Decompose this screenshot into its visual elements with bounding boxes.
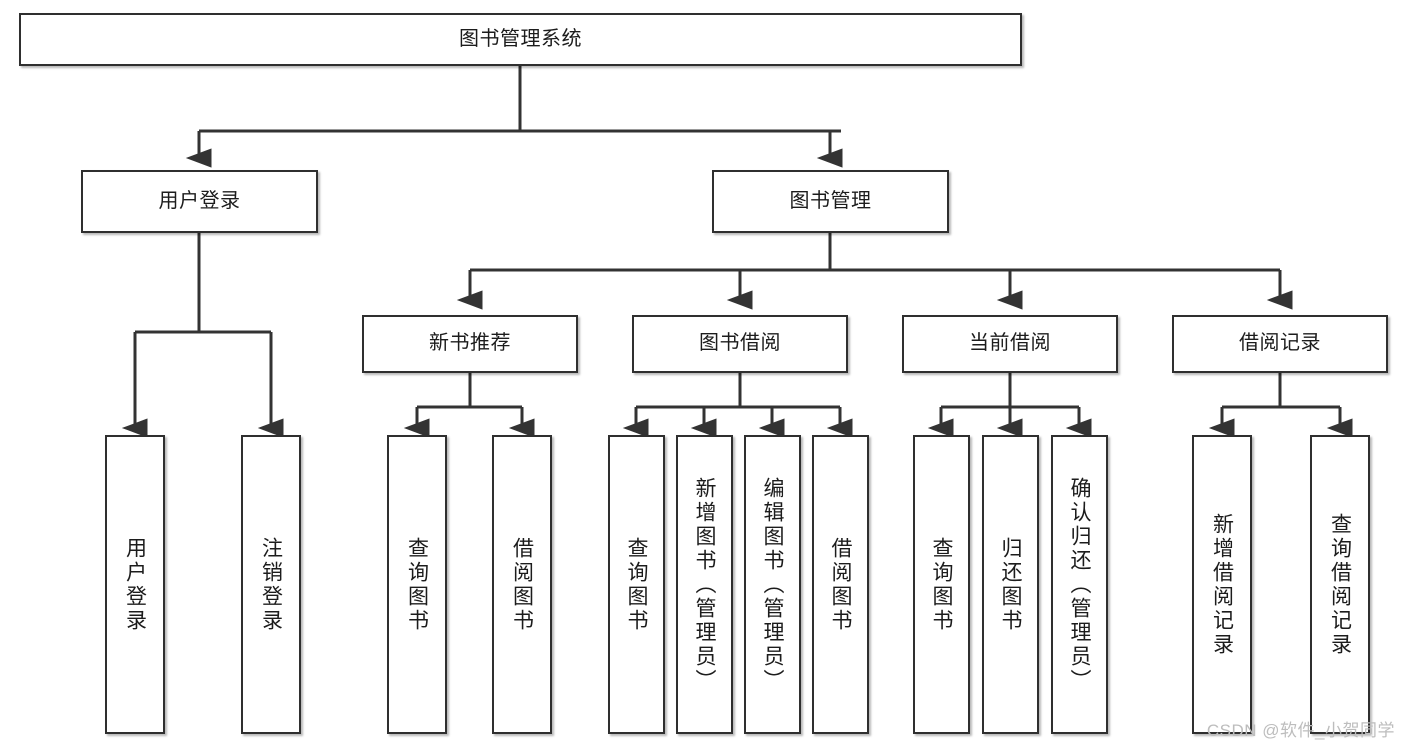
node-leaf-edit-book[interactable]: 编辑图书（管理员） bbox=[744, 435, 801, 734]
node-leaf-add-record[interactable]: 新增借阅记录 bbox=[1192, 435, 1252, 734]
node-leaf-query-book-3-label: 查询图书 bbox=[930, 536, 953, 633]
node-book-manage[interactable]: 图书管理 bbox=[712, 170, 949, 233]
node-leaf-borrow-book-1[interactable]: 借阅图书 bbox=[492, 435, 552, 734]
node-leaf-return-book[interactable]: 归还图书 bbox=[982, 435, 1039, 734]
node-leaf-query-book-1-label: 查询图书 bbox=[405, 536, 429, 633]
node-new-book-recommend-label: 新书推荐 bbox=[429, 332, 511, 355]
node-current-borrow-label: 当前借阅 bbox=[969, 332, 1051, 355]
node-leaf-user-login[interactable]: 用户登录 bbox=[105, 435, 165, 734]
csdn-watermark: CSDN @软件_小贺同学 bbox=[1206, 721, 1395, 740]
node-leaf-borrow-book-1-label: 借阅图书 bbox=[510, 536, 534, 633]
node-book-borrow-label: 图书借阅 bbox=[699, 332, 781, 355]
node-leaf-user-logout[interactable]: 注销登录 bbox=[241, 435, 301, 734]
node-leaf-confirm-return[interactable]: 确认归还（管理员） bbox=[1051, 435, 1108, 734]
node-root-label: 图书管理系统 bbox=[459, 27, 582, 50]
node-leaf-edit-book-label: 编辑图书（管理员） bbox=[761, 476, 784, 693]
node-current-borrow[interactable]: 当前借阅 bbox=[902, 315, 1118, 373]
node-leaf-return-book-label: 归还图书 bbox=[999, 536, 1022, 633]
node-leaf-user-logout-label: 注销登录 bbox=[259, 536, 283, 633]
node-leaf-query-book-2[interactable]: 查询图书 bbox=[608, 435, 665, 734]
node-leaf-confirm-return-label: 确认归还（管理员） bbox=[1068, 476, 1091, 693]
node-user-login-label: 用户登录 bbox=[158, 189, 241, 212]
node-borrow-record-label: 借阅记录 bbox=[1239, 332, 1321, 355]
node-leaf-add-book-label: 新增图书（管理员） bbox=[693, 476, 716, 693]
node-leaf-borrow-book-2[interactable]: 借阅图书 bbox=[812, 435, 869, 734]
node-leaf-borrow-book-2-label: 借阅图书 bbox=[829, 536, 852, 633]
node-leaf-add-book[interactable]: 新增图书（管理员） bbox=[676, 435, 733, 734]
node-leaf-query-record[interactable]: 查询借阅记录 bbox=[1310, 435, 1370, 734]
node-user-login[interactable]: 用户登录 bbox=[81, 170, 318, 233]
node-leaf-add-record-label: 新增借阅记录 bbox=[1210, 512, 1234, 657]
node-leaf-query-record-label: 查询借阅记录 bbox=[1328, 512, 1352, 657]
node-book-borrow[interactable]: 图书借阅 bbox=[632, 315, 848, 373]
node-book-manage-label: 图书管理 bbox=[789, 189, 872, 212]
node-leaf-query-book-3[interactable]: 查询图书 bbox=[913, 435, 970, 734]
node-leaf-user-login-label: 用户登录 bbox=[123, 536, 147, 633]
node-leaf-query-book-1[interactable]: 查询图书 bbox=[387, 435, 447, 734]
node-leaf-query-book-2-label: 查询图书 bbox=[625, 536, 648, 633]
node-new-book-recommend[interactable]: 新书推荐 bbox=[362, 315, 578, 373]
node-root[interactable]: 图书管理系统 bbox=[19, 13, 1022, 66]
node-borrow-record[interactable]: 借阅记录 bbox=[1172, 315, 1388, 373]
